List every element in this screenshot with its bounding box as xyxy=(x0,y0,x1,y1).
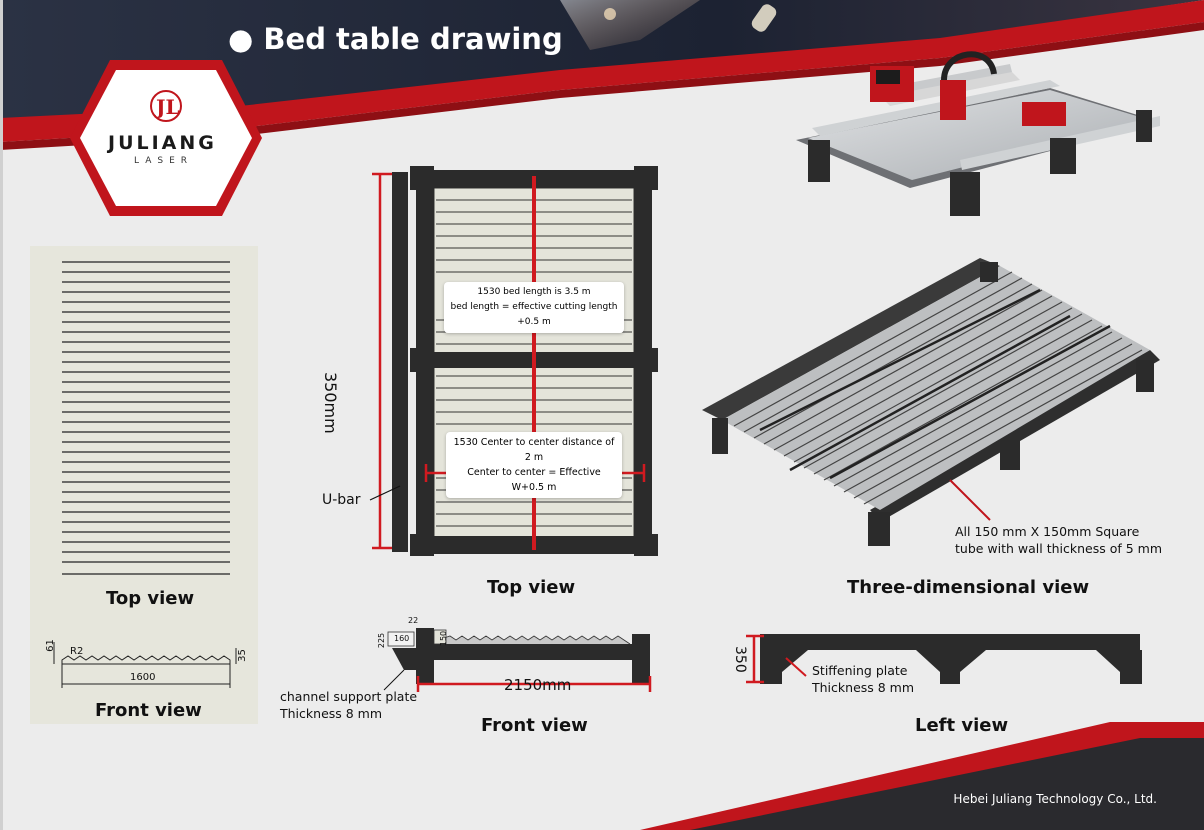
three-d-view-drawing xyxy=(702,258,1160,546)
center-front-view-caption: Front view xyxy=(481,715,588,736)
center-distance-note-line1: 1530 Center to center distance of 2 m xyxy=(453,437,615,463)
left-top-view-lines xyxy=(62,261,230,575)
left-view-caption: Left view xyxy=(915,715,1009,736)
dim-22: 22 xyxy=(408,616,419,625)
dim-1600: 1600 xyxy=(130,672,156,683)
left-front-view-caption: Front view xyxy=(95,700,202,721)
tube-note: All 150 mm X 150mm Square tube with wall… xyxy=(955,523,1162,557)
laser-machine-illustration xyxy=(796,51,1160,216)
dim-r2: R2 xyxy=(70,646,84,657)
bed-length-note-line1: 1530 bed length is 3.5 m xyxy=(477,287,591,297)
left-top-view-caption: Top view xyxy=(106,588,195,609)
three-d-view-caption: Three-dimensional view xyxy=(847,577,1090,598)
dim-350mm: 350mm xyxy=(321,372,340,434)
stiffening-note-line1: Stiffening plate xyxy=(812,663,908,678)
title-text: Bed table drawing xyxy=(263,22,563,56)
svg-text:JL: JL xyxy=(154,95,180,119)
bed-length-note-line2: bed length = effective cutting length +0… xyxy=(450,302,618,327)
logo-brand: JULIANG xyxy=(108,132,217,154)
center-front-view-drawing xyxy=(383,628,652,692)
page-title: ● Bed table drawing xyxy=(228,22,563,56)
center-distance-note-line2: Center to center = Effective W+0.5 m xyxy=(467,467,601,493)
ubar-label: U-bar xyxy=(322,492,361,508)
stiffening-note: Stiffening plate Thickness 8 mm xyxy=(812,662,914,696)
dim-61: 61 xyxy=(44,639,56,652)
tube-note-line1: All 150 mm X 150mm Square xyxy=(955,524,1140,539)
bed-length-note: 1530 bed length is 3.5 m bed length = ef… xyxy=(444,282,624,333)
tube-note-line2: tube with wall thickness of 5 mm xyxy=(955,541,1163,556)
left-front-view-profile xyxy=(53,642,237,688)
stiffening-note-line2: Thickness 8 mm xyxy=(812,680,915,695)
title-bullet: ● xyxy=(228,22,254,56)
center-top-view-caption: Top view xyxy=(487,577,576,598)
dim-2150mm: 2150mm xyxy=(504,676,572,694)
dim-150: 150 xyxy=(439,630,449,647)
channel-note-line2: Thickness 8 mm xyxy=(280,706,383,721)
dim-160: 160 xyxy=(394,634,410,643)
logo-sub: LASER xyxy=(134,156,194,166)
dim-35: 35 xyxy=(236,649,248,662)
dim-225: 225 xyxy=(377,632,387,649)
dim-350: 350 xyxy=(732,646,748,673)
channel-note-line1: channel support plate xyxy=(280,689,418,704)
channel-note: channel support plate Thickness 8 mm xyxy=(280,688,417,722)
center-distance-note: 1530 Center to center distance of 2 m Ce… xyxy=(446,432,622,498)
left-view-drawing xyxy=(746,634,1142,684)
footer-company: Hebei Juliang Technology Co., Ltd. xyxy=(953,792,1157,806)
